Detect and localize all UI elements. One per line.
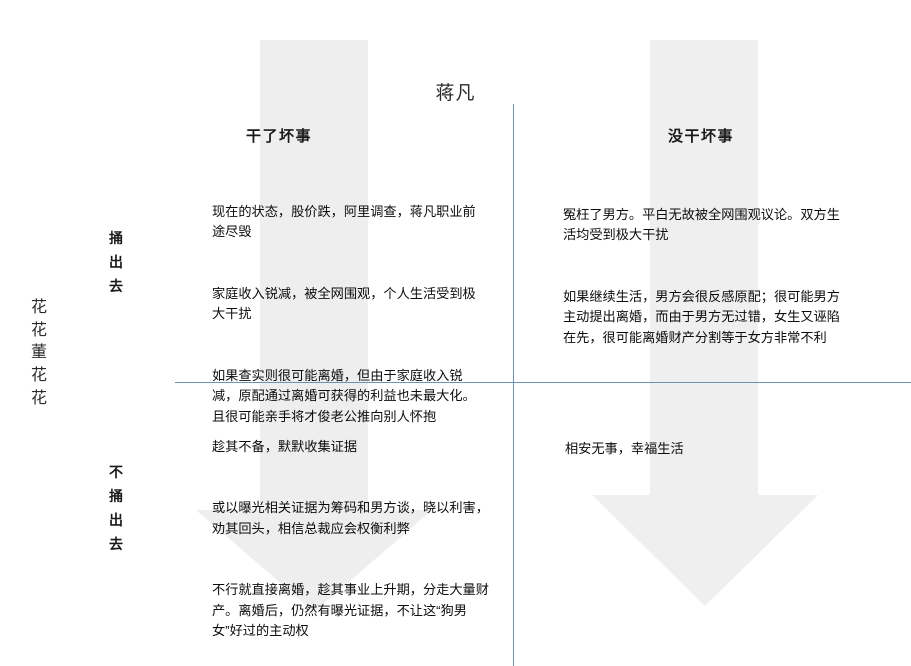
quadrant-expose-no-bad-para-0: 冤枉了男方。平白无故被全网围观议论。双方生活均受到极大干扰 <box>563 206 840 243</box>
page-title: 蒋凡 <box>435 83 476 104</box>
y-axis-label-char-3: 花 <box>30 367 47 385</box>
quadrant-expose-did-bad-para-1: 家庭收入锐减，被全网围观，个人生活受到极大干扰 <box>212 285 476 322</box>
column-header-no-bad: 没干坏事 <box>668 129 735 145</box>
row-label-expose-char-0: 捅 <box>109 232 123 247</box>
row-label-expose-char-1: 出 <box>109 256 123 272</box>
row-label-not-expose-char-0: 不 <box>109 466 123 481</box>
column-header-did-bad: 干了坏事 <box>246 129 313 145</box>
quadrant-expose-did-bad: 现在的状态，股价跌，阿里调查，蒋凡职业前途尽毁 家庭收入锐减，被全网围观，个人生… <box>212 181 480 448</box>
quadrant-not-expose-no-bad-para-0: 相安无事，幸福生活 <box>565 440 684 456</box>
y-axis-label-char-4: 花 <box>30 389 47 407</box>
row-label-expose: 捅 出 去 <box>106 228 126 300</box>
y-axis-label: 花 花 董 花 花 <box>27 297 51 411</box>
quadrant-not-expose-no-bad: 相安无事，幸福生活 <box>565 418 845 480</box>
quadrant-expose-did-bad-para-2: 如果查实则很可能离婚，但由于家庭收入锐减，原配通过离婚可获得的利益也未最大化。且… <box>212 367 476 424</box>
quadrant-expose-no-bad: 冤枉了男方。平白无故被全网围观议论。双方生活均受到极大干扰 如果继续生活，男方会… <box>563 184 853 369</box>
row-label-not-expose-char-2: 出 <box>109 514 123 530</box>
y-axis-label-char-2: 董 <box>30 344 47 362</box>
row-label-not-expose-char-1: 捅 <box>109 490 123 506</box>
horizontal-axis-line <box>175 382 911 383</box>
quadrant-expose-no-bad-para-1: 如果继续生活，男方会很反感原配；很可能男方主动提出离婚，而由于男方无过错，女生又… <box>563 288 840 345</box>
vertical-axis-line <box>513 104 514 666</box>
quadrant-not-expose-did-bad-para-0: 趁其不备，默默收集证据 <box>212 438 358 454</box>
quadrant-not-expose-did-bad-para-1: 或以曝光相关证据为筹码和男方谈，晓以利害，劝其回头，相信总裁应会权衡利弊 <box>212 500 489 536</box>
quadrant-not-expose-did-bad: 趁其不备，默默收集证据 或以曝光相关证据为筹码和男方谈，晓以利害，劝其回头，相信… <box>212 416 490 662</box>
row-label-not-expose: 不 捅 出 去 <box>106 462 126 558</box>
row-label-not-expose-char-3: 去 <box>109 538 123 554</box>
quadrant-expose-did-bad-para-0: 现在的状态，股价跌，阿里调查，蒋凡职业前途尽毁 <box>212 203 476 240</box>
y-axis-label-char-1: 花 <box>30 321 47 339</box>
y-axis-label-char-0: 花 <box>30 299 47 316</box>
row-label-expose-char-2: 去 <box>109 280 123 296</box>
quadrant-not-expose-did-bad-para-2: 不行就直接离婚，趁其事业上升期，分走大量财产。离婚后，仍然有曝光证据，不让这“狗… <box>212 582 489 638</box>
